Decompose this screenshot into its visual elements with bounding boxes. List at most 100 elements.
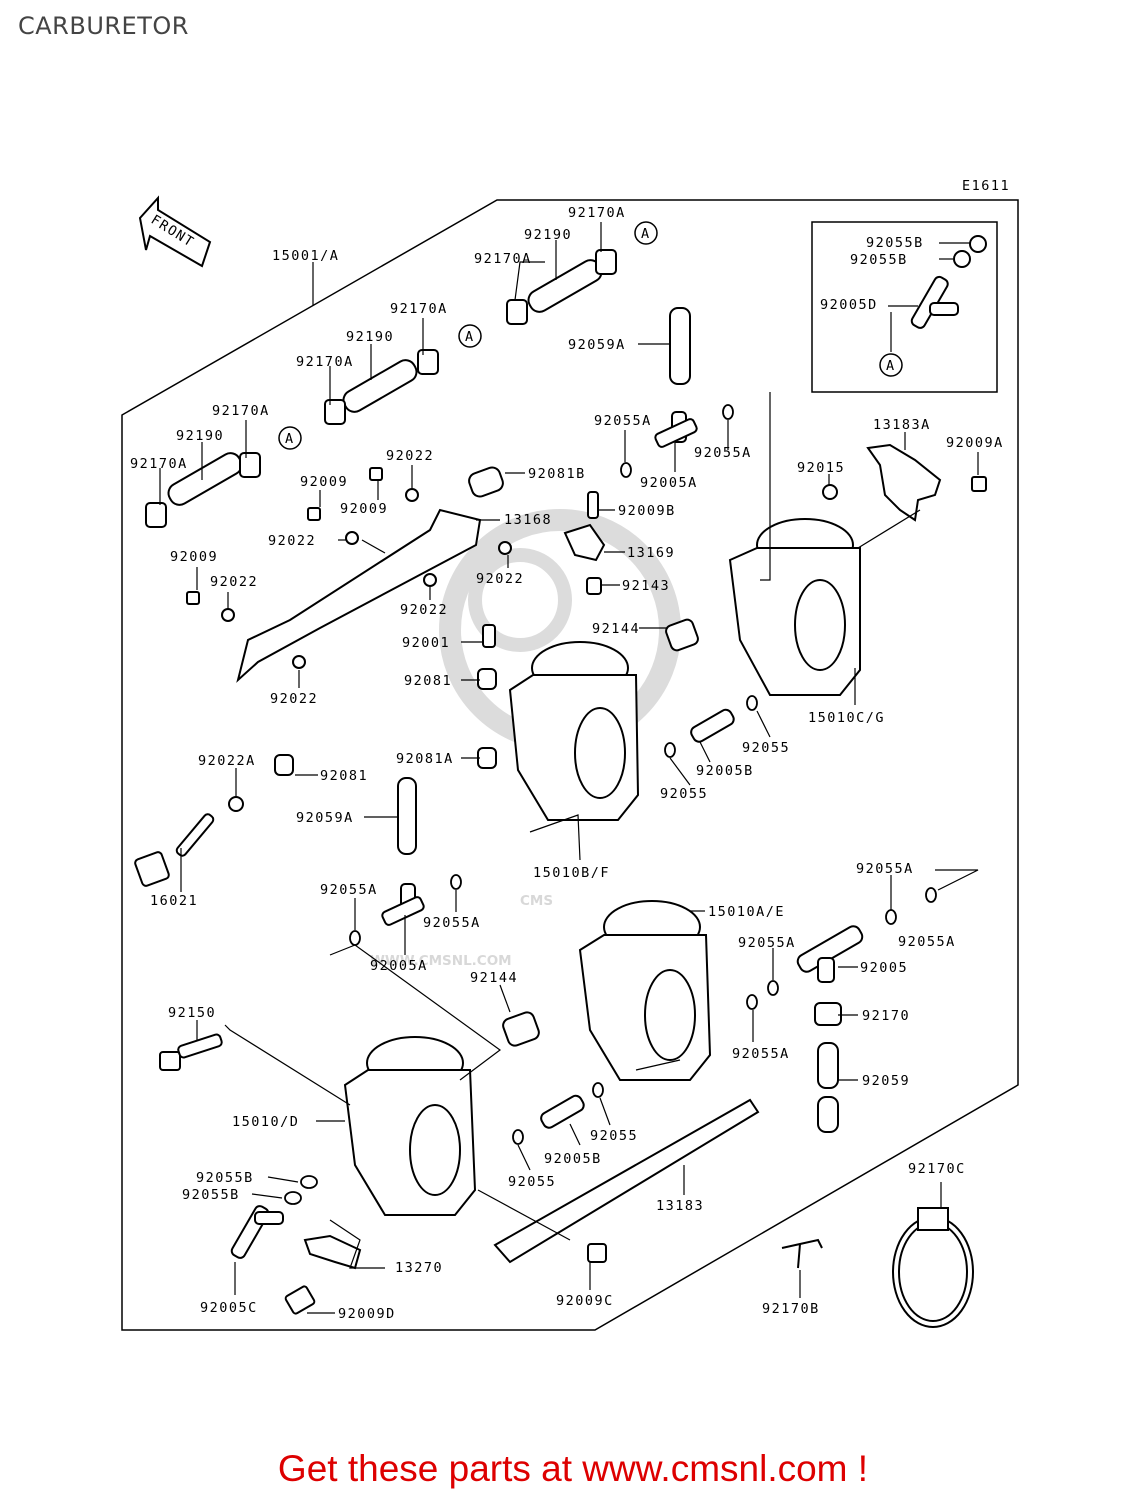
callout-label[interactable]: 92022 [270, 691, 318, 707]
callout-label[interactable]: 92005A [370, 958, 428, 974]
callout-label[interactable]: 92055A [732, 1046, 790, 1062]
page-title: CARBURETOR [18, 12, 189, 40]
callout-label[interactable]: 13183 [656, 1198, 704, 1214]
callout-label[interactable]: 92009B [618, 503, 676, 519]
callout-label[interactable]: 92005D [820, 297, 878, 313]
hose-92059 [817, 1042, 839, 1089]
ref-marker-a-2-label: A [465, 329, 475, 345]
callout-label[interactable]: 92055 [660, 786, 708, 802]
ref-marker-a-1: A [278, 426, 302, 450]
inset-fitting [910, 235, 987, 329]
callout-label[interactable]: 92001 [402, 635, 450, 651]
callout-labels: 15001/A 92170A 92190 92170A 92170A 92190… [130, 205, 1004, 1322]
callout-label[interactable]: 92190 [524, 227, 572, 243]
callout-label[interactable]: 92170A [130, 456, 188, 472]
callout-label[interactable]: 92170 [862, 1008, 910, 1024]
callout-label[interactable]: 92055A [423, 915, 481, 931]
callout-label[interactable]: 92055A [694, 445, 752, 461]
callout-label[interactable]: 13169 [627, 545, 675, 561]
callout-label[interactable]: 92009 [170, 549, 218, 565]
callout-label[interactable]: 92022 [268, 533, 316, 549]
callout-label[interactable]: 92055 [742, 740, 790, 756]
assembly-boundary [121, 199, 1019, 1331]
choke-cable-16021 [134, 813, 215, 887]
ref-marker-a-4: A [879, 353, 903, 377]
callout-label[interactable]: 92022A [198, 753, 256, 769]
callout-label[interactable]: 92081B [528, 466, 586, 482]
callout-label[interactable]: 16021 [150, 893, 198, 909]
clamp-92170 [814, 1002, 842, 1026]
screws [186, 467, 987, 1315]
callout-label[interactable]: 92170A [568, 205, 626, 221]
t-fitting-lower [381, 883, 425, 926]
callout-label[interactable]: 92055A [594, 413, 652, 429]
callout-label[interactable]: 15010B/F [533, 865, 610, 881]
callout-label[interactable]: 92170A [474, 251, 532, 267]
callout-label[interactable]: 92144 [470, 970, 518, 986]
callout-label[interactable]: 92170C [908, 1161, 966, 1177]
callout-label[interactable]: 92005B [696, 763, 754, 779]
callout-label[interactable]: 92015 [797, 460, 845, 476]
callout-label[interactable]: 92081 [404, 673, 452, 689]
callout-label[interactable]: 92022 [400, 602, 448, 618]
bracket-13168 [236, 508, 482, 683]
callout-label[interactable]: 92055B [850, 252, 908, 268]
ref-marker-a-2: A [458, 324, 482, 348]
callout-label[interactable]: 15010/D [232, 1114, 299, 1130]
tube-92059a-upper [669, 307, 691, 385]
bracket-13183a [866, 443, 942, 522]
callout-label[interactable]: 92005C [200, 1300, 258, 1316]
callout-label[interactable]: 92059A [568, 337, 626, 353]
callout-label[interactable]: 92081A [396, 751, 454, 767]
carburetor-body-d [343, 1036, 477, 1216]
callout-label[interactable]: 15001/A [272, 248, 339, 264]
callout-label[interactable]: 92009 [340, 501, 388, 517]
callout-label[interactable]: 92055A [856, 861, 914, 877]
carburetor-body-cg [728, 518, 861, 696]
callout-label[interactable]: 92190 [176, 428, 224, 444]
front-arrow-icon: FRONT [138, 195, 212, 268]
callout-label[interactable]: 92190 [346, 329, 394, 345]
callout-label[interactable]: 92059A [296, 810, 354, 826]
callout-label[interactable]: 15010C/G [808, 710, 885, 726]
callout-label[interactable]: 15010A/E [708, 904, 785, 920]
callout-label[interactable]: 92170A [296, 354, 354, 370]
callout-label[interactable]: 92055A [738, 935, 796, 951]
callout-label[interactable]: 92005B [544, 1151, 602, 1167]
fitting-92005c [230, 1205, 284, 1259]
callout-label[interactable]: 92055B [182, 1187, 240, 1203]
callout-label[interactable]: 92055 [590, 1128, 638, 1144]
callout-label[interactable]: 92170B [762, 1301, 820, 1317]
callout-label[interactable]: 92055B [196, 1170, 254, 1186]
callout-label[interactable]: 92170A [212, 403, 270, 419]
callout-label[interactable]: 92150 [168, 1005, 216, 1021]
callout-label[interactable]: 92005A [640, 475, 698, 491]
callout-label[interactable]: 92059 [862, 1073, 910, 1089]
inset-box [811, 221, 998, 393]
footer-shop-link[interactable]: Get these parts at www.cmsnl.com ! [277, 1448, 869, 1489]
callout-label[interactable]: 92055B [866, 235, 924, 251]
fuel-pipe-92005b-2 [540, 1094, 585, 1129]
callout-label[interactable]: 13168 [504, 512, 552, 528]
callout-label[interactable]: 92022 [386, 448, 434, 464]
callout-label[interactable]: 92170A [390, 301, 448, 317]
callout-label[interactable]: 92005 [860, 960, 908, 976]
callout-label[interactable]: 13270 [395, 1260, 443, 1276]
callout-label[interactable]: 92143 [622, 578, 670, 594]
callout-label[interactable]: 92022 [210, 574, 258, 590]
callout-label[interactable]: 92144 [592, 621, 640, 637]
callout-label[interactable]: 92022 [476, 571, 524, 587]
callout-label[interactable]: 92055A [320, 882, 378, 898]
callout-label[interactable]: 92009 [300, 474, 348, 490]
callout-label[interactable]: 13183A [873, 417, 931, 433]
fitting-92005 [796, 925, 864, 983]
callout-label[interactable]: 92055 [508, 1174, 556, 1190]
callout-label[interactable]: 92081 [320, 768, 368, 784]
callout-label[interactable]: 92055A [898, 934, 956, 950]
callout-label[interactable]: 92009D [338, 1306, 396, 1322]
watermark-logo-text: CMS [520, 893, 553, 909]
callout-label[interactable]: 92009A [946, 435, 1004, 451]
o-rings [284, 404, 937, 1205]
carburetor-body-ae [578, 900, 712, 1081]
callout-label[interactable]: 92009C [556, 1293, 614, 1309]
